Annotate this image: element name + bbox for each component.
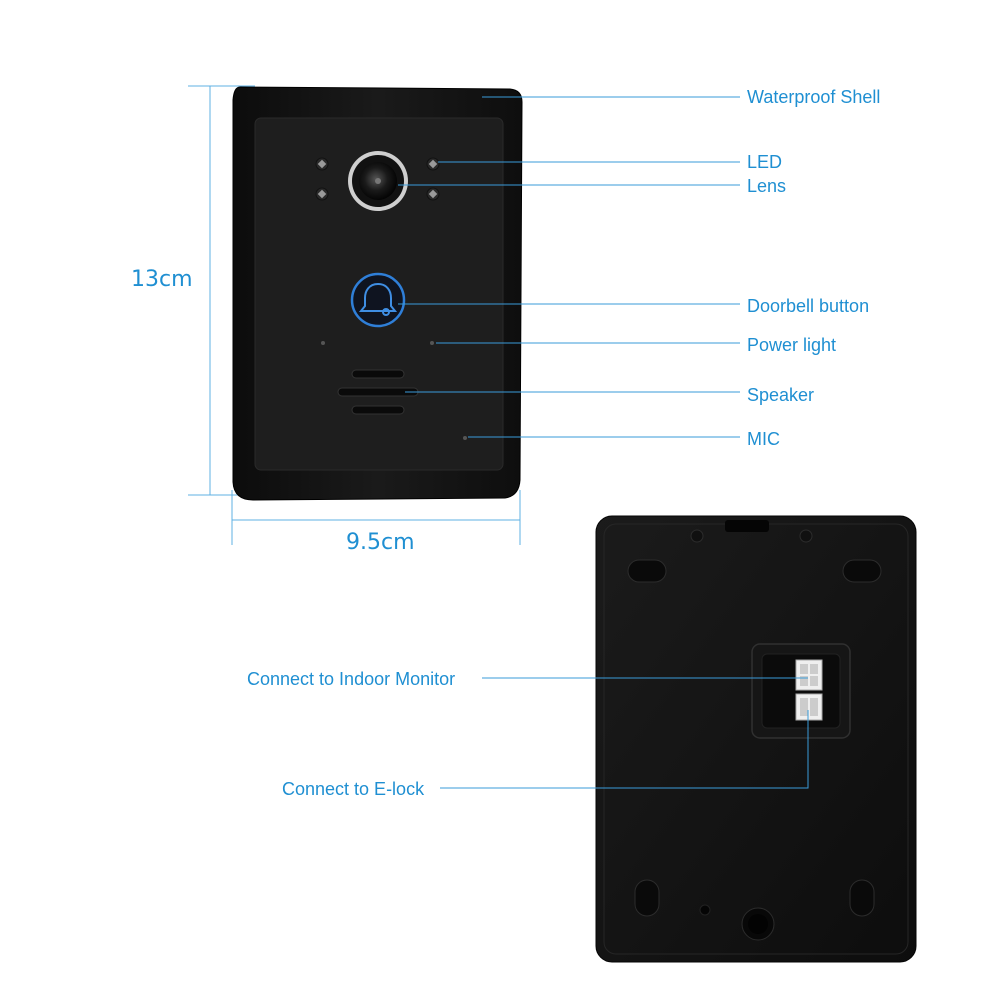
back-plate <box>595 515 917 963</box>
front-unit <box>232 86 523 501</box>
bell-icon <box>350 272 406 328</box>
dimension-lines <box>188 85 521 545</box>
width-dimension-label: 9.5cm <box>346 530 415 555</box>
label-mic: MIC <box>747 429 780 449</box>
label-led: LED <box>747 152 783 172</box>
label-speaker: Speaker <box>747 385 815 405</box>
connector-icon <box>795 659 823 721</box>
infrared-led-icon <box>315 157 440 201</box>
label-doorbell-button: Doorbell button <box>747 296 870 316</box>
height-dimension-label: 13cm <box>131 267 193 292</box>
label-power-light: Power light <box>747 335 837 355</box>
label-connect-e-lock: Connect to E-lock <box>282 779 425 799</box>
label-waterproof-shell: Waterproof Shell <box>747 87 881 107</box>
front-leader-lines <box>398 96 740 438</box>
power-light <box>430 341 434 345</box>
back-leader-lines <box>440 677 809 789</box>
label-connect-indoor-monitor: Connect to Indoor Monitor <box>247 669 456 689</box>
side-dot <box>321 341 325 345</box>
mic-hole <box>463 436 467 440</box>
camera-lens-icon <box>348 151 408 211</box>
back-unit <box>595 515 917 963</box>
speaker-grille <box>337 369 419 415</box>
label-lens: Lens <box>747 176 787 196</box>
